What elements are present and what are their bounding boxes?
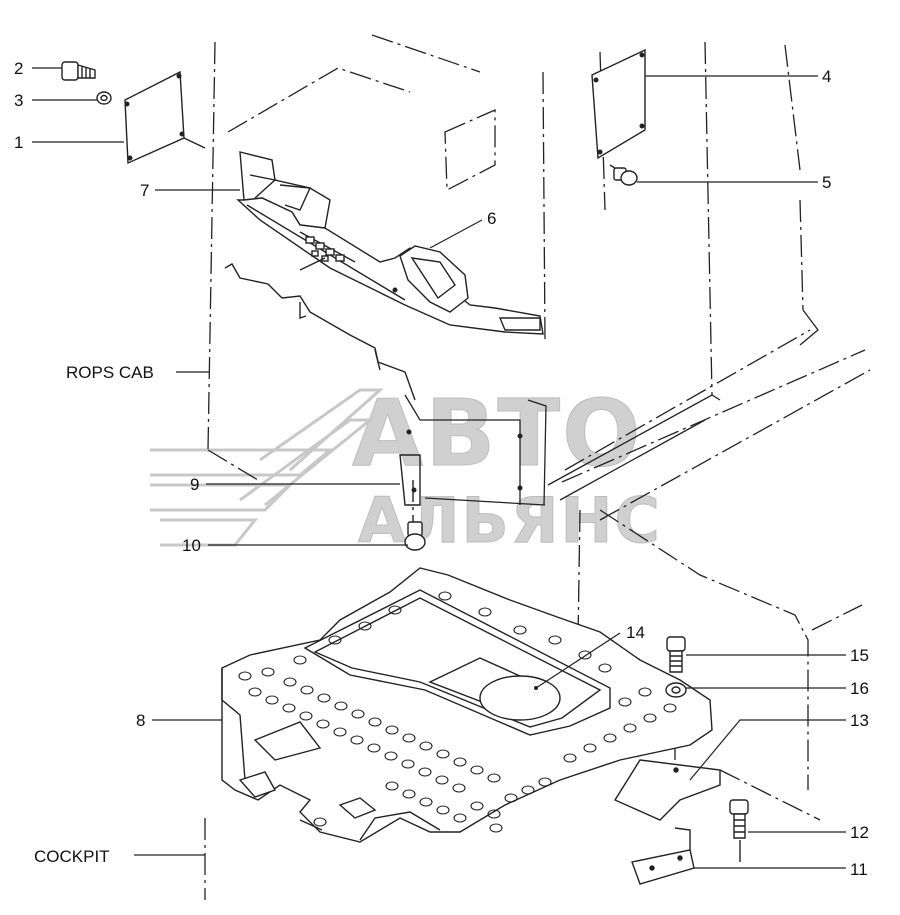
part-4-cover-plate [591,48,646,160]
part-10-bolt [404,480,426,551]
callout-8: 8 [136,711,146,730]
cab-panel [404,309,819,506]
callout-10: 10 [182,536,201,555]
callout-1: 1 [14,133,24,152]
callout-12: 12 [850,823,869,842]
callout-13: 13 [850,711,869,730]
part-9-bracket [224,257,523,506]
callout-7: 7 [140,181,150,200]
callout-rops-cab: ROPS CAB [66,363,154,382]
rops-cab-phantom-lines [204,34,871,900]
part-11-bracket [631,827,695,885]
part-15-bolt [666,636,686,673]
part-3-washer [96,91,112,105]
part-6-console [399,245,469,313]
floor-plate-holes [238,591,677,833]
callout-15: 15 [850,646,869,665]
watermark-emblem [150,388,384,547]
part-5-screw [609,164,638,186]
callout-cockpit: COCKPIT [34,847,110,866]
watermark-line-1: АВТО [351,380,643,487]
callout-14: 14 [626,623,645,642]
callout-11: 11 [850,860,868,879]
callout-2: 2 [14,59,24,78]
callout-4: 4 [822,67,832,86]
callout-3: 3 [14,91,24,110]
part-7-dash-panel [236,151,544,335]
callout-6: 6 [487,209,497,228]
callout-5: 5 [822,173,832,192]
part-12-bolt [729,799,749,862]
part-8-floor-plate [221,567,713,843]
part-1-cover-plate [124,70,206,165]
callout-9: 9 [190,475,200,494]
callout-16: 16 [850,679,869,698]
part-16-washer [665,682,687,698]
part-2-bolt [61,61,96,81]
part-13-plate [613,759,721,821]
leader-lines [32,67,846,869]
